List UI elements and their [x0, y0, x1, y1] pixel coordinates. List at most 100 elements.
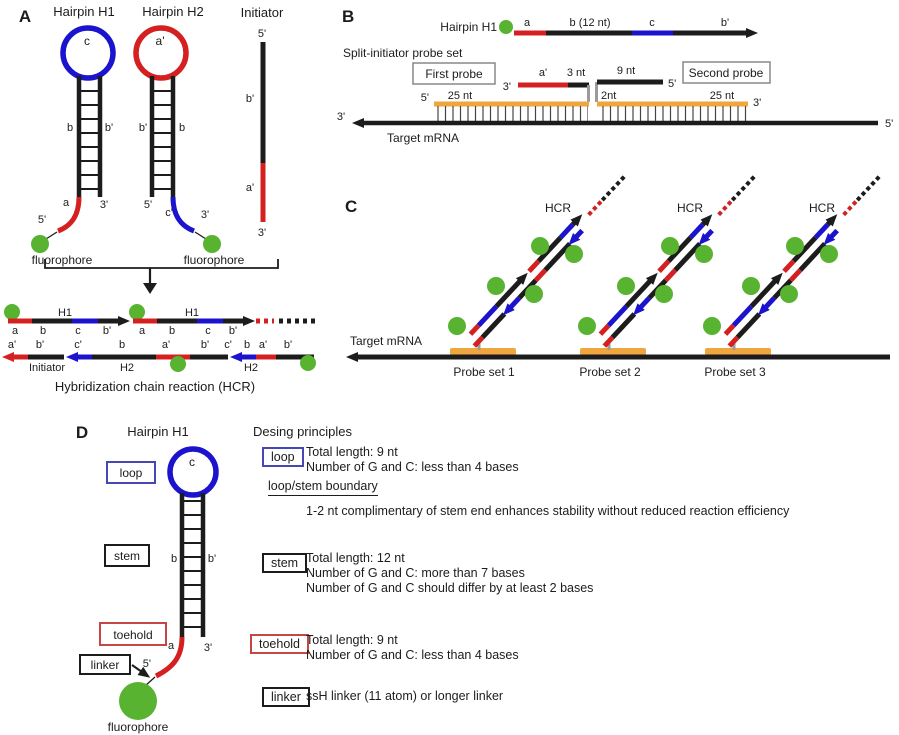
design-loop-box: loop — [262, 447, 304, 467]
chain-h2-label: H2 — [244, 362, 258, 374]
d-hairpin-title: Hairpin H1 — [127, 424, 188, 439]
d-stem-right-label: b' — [208, 553, 216, 565]
h1-loop — [60, 25, 116, 81]
hcr-polymer-unit — [448, 172, 630, 355]
panel-a: A Hairpin H1 Hairpin H2 Initiator c b b'… — [2, 4, 318, 394]
svg-text:b': b' — [284, 339, 292, 351]
design-stem-box: stem — [262, 553, 308, 573]
second-probe-box: Second probe — [682, 61, 771, 84]
svg-text:b': b' — [36, 339, 44, 351]
svg-text:b': b' — [103, 325, 111, 337]
d-stem-rungs — [182, 498, 203, 632]
h1-loop-label: c — [84, 34, 90, 48]
panel-d-label: D — [76, 423, 88, 442]
b-right-25nt: 25 nt — [710, 90, 734, 102]
b-target-mrna: 3' 5' Target mRNA — [337, 111, 893, 145]
hairpin-h1-diagram: c b b' a 3' 5' fluorophore — [31, 25, 116, 267]
h2-fluorophore-label: fluorophore — [184, 253, 245, 267]
probe-set-label: Probe set 1 — [453, 365, 515, 379]
h2-loop-label: a' — [156, 34, 165, 48]
hcr-label: HCR — [809, 201, 835, 215]
down-arrow-icon — [143, 283, 157, 294]
first-probe-box: First probe — [412, 62, 496, 85]
chain-fluorophore-dot — [300, 355, 316, 371]
svg-text:First probe: First probe — [425, 67, 483, 81]
initiator-diagram: 5' b' a' 3' — [246, 28, 266, 239]
svg-text:b: b — [169, 325, 175, 337]
b-seg-bp-label: b' — [721, 17, 729, 29]
d-stem-box: stem — [104, 544, 150, 567]
h1-stem-right-label: b' — [105, 122, 113, 134]
chain-fluorophore-dot — [4, 304, 20, 320]
svg-text:b': b' — [229, 325, 237, 337]
design-boundary-rule: 1-2 nt complimentary of stem end enhance… — [306, 504, 790, 518]
b-split-title: Split-initiator probe set — [343, 46, 463, 60]
h2-five-prime: 5' — [144, 199, 152, 211]
h2-stem-left-label: b' — [139, 122, 147, 134]
svg-text:linker: linker — [91, 658, 120, 672]
b-mrna-three-prime: 3' — [337, 111, 345, 123]
svg-text:Second probe: Second probe — [689, 66, 764, 80]
hcr-polymer-unit — [703, 172, 885, 355]
panel-d: D Hairpin H1 c b b' a 3' 5' fluorophore … — [76, 423, 219, 734]
d-fluorophore-label: fluorophore — [108, 720, 169, 734]
h1-linker-line — [45, 231, 58, 240]
h1-stem-rungs — [79, 82, 100, 194]
merge-bracket — [44, 259, 279, 294]
design-loop-rules: Total length: 9 nt Number of G and C: le… — [306, 445, 519, 474]
chain-fluorophore-dot — [129, 304, 145, 320]
d-linker-box: linker — [79, 654, 131, 675]
d-loop-label: c — [189, 455, 195, 469]
chain-fluorophore-dot — [170, 356, 186, 372]
init-five-prime: 5' — [258, 28, 266, 40]
svg-text:a: a — [12, 325, 19, 337]
h2-linker-line — [194, 231, 207, 240]
chain-label-row-top: a b c b' a b c b' — [12, 325, 237, 337]
chain-h2-label: H2 — [120, 362, 134, 374]
h1-stem-left-label: b — [67, 122, 73, 134]
h2-toehold-strand — [170, 196, 196, 234]
panel-c: C HCR HCR HCR Target mRNA Probe set 1 Pr… — [345, 150, 890, 379]
b-right-five-prime: 5' — [668, 78, 676, 90]
initiator-title: Initiator — [241, 5, 284, 20]
svg-text:a': a' — [8, 339, 16, 351]
init-a-prime-label: a' — [246, 182, 254, 194]
svg-text:stem: stem — [114, 549, 140, 563]
svg-text:c: c — [205, 325, 211, 337]
svg-text:b: b — [40, 325, 46, 337]
split-initiator-strands: 3' a' 3 nt 9 nt 5' 2nt — [503, 65, 676, 102]
h2-loop — [133, 25, 189, 81]
svg-text:b': b' — [201, 339, 209, 351]
b-mrna-five-prime: 5' — [885, 118, 893, 130]
probe-set-label: Probe set 3 — [704, 365, 766, 379]
b-probe-three-prime: 3' — [753, 97, 761, 109]
d-toehold-letter: a — [168, 640, 175, 652]
b-a-prime-label: a' — [539, 67, 547, 79]
d-linker-pointer-arrow — [131, 664, 151, 678]
chain-label-row-bottom: a' b' c' b a' b' c' b a' b' — [8, 339, 292, 351]
d-loop-box: loop — [106, 461, 156, 484]
b-probe-five-prime: 5' — [421, 92, 429, 104]
b-seg-a-label: a — [524, 17, 531, 29]
svg-text:b: b — [119, 339, 125, 351]
b-2nt-label: 2nt — [601, 90, 616, 102]
hcr-label: HCR — [545, 201, 571, 215]
init-three-prime: 3' — [258, 227, 266, 239]
h1-fluorophore-dot — [31, 235, 49, 253]
d-toehold-strand — [154, 636, 185, 679]
panel-a-label: A — [19, 7, 31, 26]
probe-pair-bar: 5' 25 nt 25 nt 3' — [421, 90, 761, 122]
c-target-mrna-label: Target mRNA — [350, 334, 422, 348]
svg-text:c': c' — [224, 339, 232, 351]
chain-initiator-label: Initiator — [29, 362, 65, 374]
d-fluorophore-dot — [119, 682, 157, 720]
h2-three-prime: 3' — [201, 209, 209, 221]
b-seg-b-label: b (12 nt) — [570, 17, 611, 29]
svg-text:a: a — [139, 325, 146, 337]
svg-text:b: b — [244, 339, 250, 351]
design-toehold-rules: Total length: 9 nt Number of G and C: le… — [306, 633, 519, 662]
b-hybridization-hatch — [434, 106, 588, 122]
h1-toehold-strand — [56, 196, 82, 234]
h2-stem-rungs — [152, 82, 173, 194]
b-3nt-label: 3 nt — [567, 67, 585, 79]
